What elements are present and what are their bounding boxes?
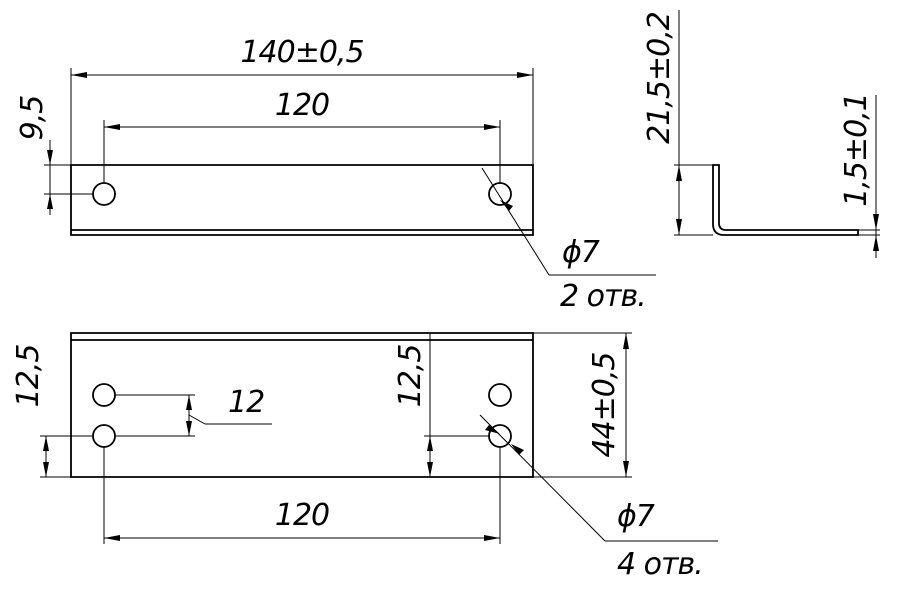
arrowhead: [43, 436, 49, 451]
arrowhead: [873, 235, 879, 251]
arrowhead: [517, 72, 533, 78]
hole-count-label: 2 отв.: [560, 279, 646, 314]
front-view: 12,5 12 12,5 44±0,5 120 ϕ: [11, 332, 718, 582]
dim-hole-offset: 9,5: [15, 96, 50, 141]
hole-count-label: 4 отв.: [617, 547, 703, 582]
arrowhead: [485, 425, 500, 434]
leader-hole-pitch: [188, 414, 206, 425]
arrowhead: [71, 72, 87, 78]
arrowhead: [104, 535, 120, 541]
arrowhead: [484, 535, 500, 541]
arrowhead: [186, 421, 192, 436]
arrowhead: [427, 462, 433, 477]
arrowhead: [104, 124, 120, 130]
arrowhead: [186, 395, 192, 410]
hole-diameter-label: ϕ7: [617, 499, 655, 534]
dim-width: 44±0,5: [587, 352, 622, 457]
dim-hole-spacing-bottom: 120: [275, 498, 329, 533]
arrowhead: [676, 165, 682, 181]
arrowhead: [43, 462, 49, 477]
arrowhead: [623, 461, 629, 477]
top-view-outline: [70, 164, 534, 236]
front-view-outline: [70, 332, 534, 478]
leader-line-holes: [479, 414, 606, 542]
arrowhead: [47, 150, 53, 165]
arrowhead: [511, 444, 524, 455]
hole-diameter-label: ϕ7: [562, 235, 600, 270]
side-view: 21,5±0,2 1,5±0,1: [642, 10, 880, 258]
dim-hole-offset-right: 12,5: [393, 345, 428, 408]
dim-hole-offset-left: 12,5: [11, 345, 46, 408]
front-view-hole: [92, 424, 116, 448]
dim-overall-length: 140±0,5: [240, 35, 363, 70]
dim-thickness: 1,5±0,1: [839, 93, 874, 207]
arrowhead: [873, 214, 879, 230]
dim-hole-pitch: 12: [228, 385, 264, 420]
front-view-hole: [92, 383, 116, 407]
side-view-profile: [712, 164, 859, 236]
dim-flange-height: 21,5±0,2: [642, 12, 677, 144]
dim-hole-spacing: 120: [275, 88, 329, 123]
arrowhead: [676, 219, 682, 235]
front-view-hole: [488, 383, 512, 407]
top-view-hole-left: [92, 182, 116, 206]
leader-line-holes: [481, 167, 550, 276]
top-view: 140±0,5 120 9,5 ϕ7 2 отв.: [15, 35, 656, 314]
arrowhead: [427, 436, 433, 451]
arrowhead: [500, 200, 513, 211]
arrowhead: [623, 333, 629, 349]
arrowhead: [484, 124, 500, 130]
top-view-hole-right: [488, 182, 512, 206]
arrowhead: [47, 194, 53, 209]
